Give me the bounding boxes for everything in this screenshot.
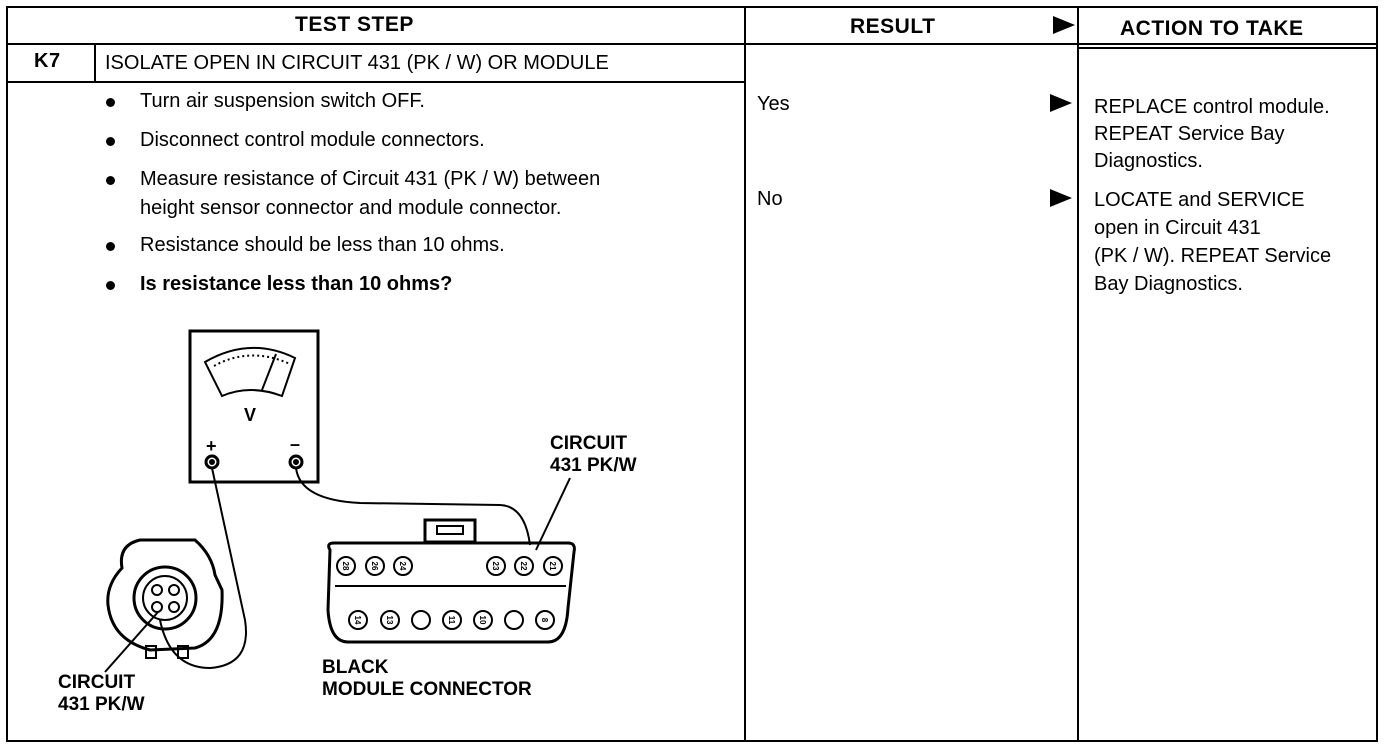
- pin-number-label: 10: [478, 616, 487, 625]
- action-no-line: LOCATE and SERVICE: [1094, 189, 1305, 211]
- header-action: ACTION TO TAKE: [1120, 17, 1304, 40]
- pin-number-label: 11: [447, 616, 456, 625]
- result-no: No: [757, 188, 783, 210]
- action-no-line: open in Circuit 431: [1094, 217, 1261, 239]
- voltmeter: [188, 329, 320, 484]
- connector-pin-bottom: [442, 610, 462, 630]
- bullet-text: Measure resistance of Circuit 431 (PK / …: [140, 168, 601, 190]
- pin-number-label: 8: [540, 618, 549, 623]
- step-id: K7: [34, 50, 61, 72]
- result-no-arrow-icon: [1050, 189, 1072, 207]
- height-sensor-connector: [106, 538, 224, 659]
- connector-pin-bottom: [504, 610, 524, 630]
- plus-lead: [159, 467, 247, 670]
- result-yes-arrow-icon: [1050, 94, 1072, 112]
- pin-number-label: 23: [491, 562, 500, 571]
- bullet-text-question: Is resistance less than 10 ohms?: [140, 273, 453, 295]
- bullet-icon: [106, 281, 115, 290]
- bullet-icon: [106, 98, 115, 107]
- pin-number-label: 21: [548, 562, 557, 571]
- connector-bottom-pins: 14 13 11 10 8: [348, 610, 555, 630]
- pin-number-label: 14: [353, 616, 362, 625]
- circuit-label-left: CIRCUIT 431 PK/W: [58, 672, 145, 715]
- connector-pin-top: [393, 556, 413, 576]
- pin-number-label: 22: [519, 562, 528, 571]
- bullet-icon: [106, 176, 115, 185]
- action-yes-line: Diagnostics.: [1094, 150, 1203, 172]
- step-title: ISOLATE OPEN IN CIRCUIT 431 (PK / W) OR …: [105, 52, 609, 74]
- header-test-step: TEST STEP: [295, 13, 414, 36]
- action-yes-line: REPEAT Service Bay: [1094, 123, 1285, 145]
- pin-number-label: 13: [385, 616, 394, 625]
- meter-minus-label: –: [290, 434, 300, 454]
- connector-pin-bottom: [411, 610, 431, 630]
- action-no-line: (PK / W). REPEAT Service: [1094, 245, 1332, 267]
- connector-top-pins: 28 26 24 23 22 21: [336, 556, 563, 576]
- pin-number-label: 28: [341, 562, 350, 571]
- connector-pin-bottom: [473, 610, 493, 630]
- bullet-icon: [106, 242, 115, 251]
- connector-pin-top: [543, 556, 563, 576]
- bullet-text: Disconnect control module connectors.: [140, 129, 485, 151]
- result-yes: Yes: [757, 93, 790, 115]
- connector-pin-bottom: [535, 610, 555, 630]
- meter-plus-label: +: [206, 436, 217, 456]
- meter-dial-icon: [203, 347, 297, 398]
- bullet-text: height sensor connector and module conne…: [140, 197, 562, 219]
- minus-lead: [295, 467, 531, 546]
- connector-pin-bottom: [348, 610, 368, 630]
- connector-pin-top: [486, 556, 506, 576]
- action-yes-line: REPLACE control module.: [1094, 96, 1330, 118]
- header-arrow-icon: [1053, 16, 1075, 34]
- meter-unit-label: V: [244, 405, 256, 425]
- pin-number-label: 24: [398, 562, 407, 571]
- module-connector: [326, 518, 576, 644]
- connector-pin-top: [514, 556, 534, 576]
- bullet-icon: [106, 137, 115, 146]
- action-no-line: Bay Diagnostics.: [1094, 273, 1243, 295]
- connector-label: BLACK MODULE CONNECTOR: [322, 657, 532, 700]
- connector-pin-bottom: [380, 610, 400, 630]
- connector-pin-top: [336, 556, 356, 576]
- connector-pin-top: [365, 556, 385, 576]
- circuit-label-top: CIRCUIT 431 PK/W: [550, 433, 637, 476]
- bullet-text: Turn air suspension switch OFF.: [140, 90, 425, 112]
- pin-number-label: 26: [370, 562, 379, 571]
- bullet-text: Resistance should be less than 10 ohms.: [140, 234, 505, 256]
- header-result: RESULT: [850, 15, 936, 38]
